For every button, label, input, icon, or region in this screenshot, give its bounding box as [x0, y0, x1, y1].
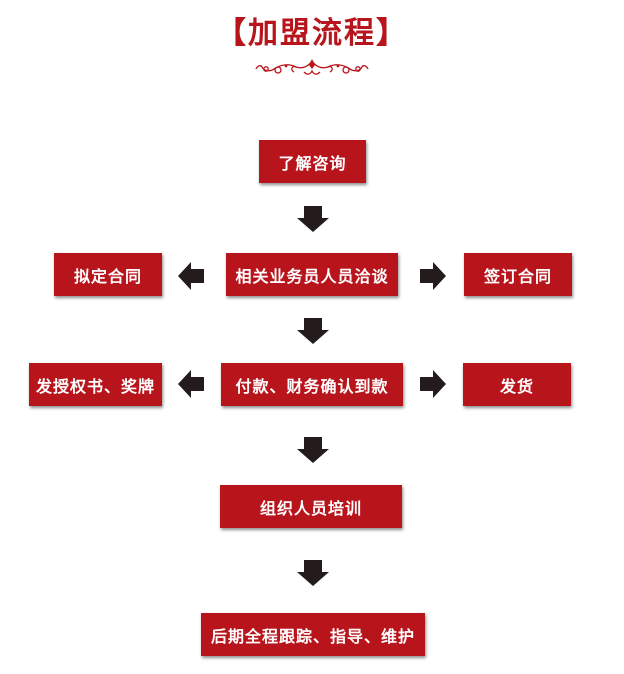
step-negotiate: 相关业务员人员洽谈	[226, 253, 398, 296]
step-training: 组织人员培训	[220, 485, 402, 528]
arrow-left-1	[178, 262, 204, 290]
block-arrow-icon	[297, 560, 329, 586]
arrow-down-2	[297, 318, 329, 344]
arrow-down-1	[297, 206, 329, 232]
step-sign-contract: 签订合同	[464, 253, 572, 296]
arrow-left-2	[178, 370, 204, 398]
step-shipping: 发货	[463, 363, 571, 406]
step-draft-contract: 拟定合同	[54, 253, 162, 296]
block-arrow-icon	[178, 370, 204, 398]
floral-divider-icon	[252, 57, 372, 79]
arrow-down-4	[297, 560, 329, 586]
step-payment: 付款、财务确认到款	[221, 363, 403, 406]
step-authorization: 发授权书、奖牌	[29, 363, 162, 406]
block-arrow-icon	[420, 262, 446, 290]
arrow-right-1	[420, 262, 446, 290]
block-arrow-icon	[297, 206, 329, 232]
arrow-right-2	[420, 370, 446, 398]
block-arrow-icon	[297, 318, 329, 344]
step-support: 后期全程跟踪、指导、维护	[201, 613, 425, 656]
arrow-down-3	[297, 437, 329, 463]
page-title: 【加盟流程】	[216, 16, 408, 51]
block-arrow-icon	[420, 370, 446, 398]
block-arrow-icon	[297, 437, 329, 463]
step-consult: 了解咨询	[259, 140, 366, 183]
block-arrow-icon	[178, 262, 204, 290]
